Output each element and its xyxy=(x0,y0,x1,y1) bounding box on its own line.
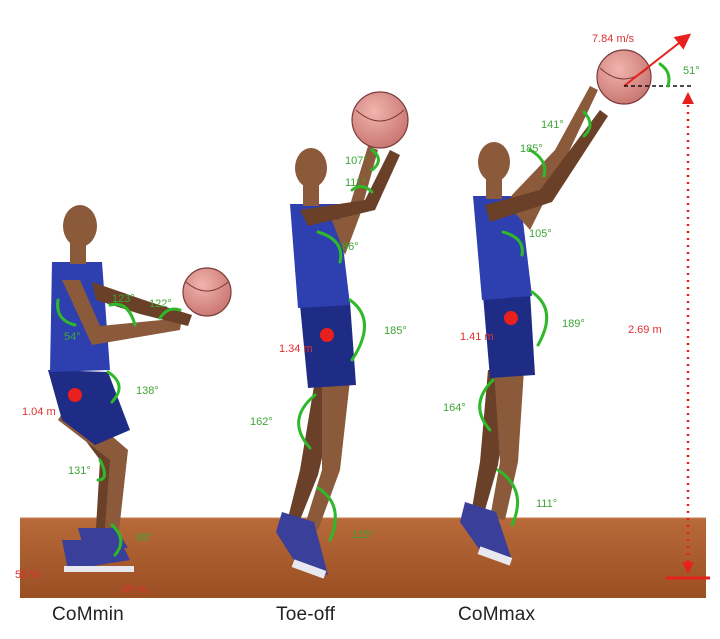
toeoff-elbow-angle: 111° xyxy=(345,177,366,189)
commax-shoulder-angle: 105° xyxy=(529,228,552,240)
commax-com-height: 1.41 m xyxy=(460,331,494,343)
com-marker xyxy=(68,388,82,402)
commin-ankle-angle: 89° xyxy=(136,532,153,544)
com-marker xyxy=(504,311,518,325)
commax-hip-angle: 189° xyxy=(562,318,585,330)
commax-elbow-angle: 185° xyxy=(520,143,543,155)
com-marker xyxy=(320,328,334,342)
release-angle: 51° xyxy=(683,65,700,77)
commax-ankle-angle: 111° xyxy=(536,498,557,510)
figure-commin xyxy=(48,205,232,572)
commin-knee-angle: 131° xyxy=(68,465,91,477)
release-velocity: 7.84 m/s xyxy=(592,33,635,45)
court-floor xyxy=(20,518,706,598)
commin-foot-right-pct: 45 % xyxy=(122,584,147,596)
toeoff-com-height: 1.34 m xyxy=(279,343,313,355)
toeoff-knee-angle: 162° xyxy=(250,416,273,428)
toeoff-hip-angle: 185° xyxy=(384,325,407,337)
caption-commin: CoMmin xyxy=(52,604,124,625)
commin-shoulder-upper-angle: 123° xyxy=(112,293,135,305)
release-height: 2.69 m xyxy=(628,324,662,336)
commax-wrist-angle: 141° xyxy=(541,119,564,131)
commin-elbow-angle: 122° xyxy=(149,298,172,310)
commin-com-height: 1.04 m xyxy=(22,406,56,418)
commax-knee-angle: 164° xyxy=(443,402,466,414)
caption-commax: CoMmax xyxy=(458,604,536,625)
figure-toeoff xyxy=(276,91,409,579)
commin-hip-angle: 138° xyxy=(136,385,159,397)
toeoff-shoulder-angle: 86° xyxy=(342,241,359,253)
toeoff-wrist-angle: 107° xyxy=(345,155,368,167)
caption-toeoff: Toe-off xyxy=(276,604,336,625)
commin-shoulder-angle: 54° xyxy=(64,331,81,343)
commin-foot-left-pct: 55 % xyxy=(15,569,40,581)
figure-commax xyxy=(460,49,652,566)
toeoff-ankle-angle: 115° xyxy=(352,529,374,541)
release-annotations xyxy=(623,33,710,580)
